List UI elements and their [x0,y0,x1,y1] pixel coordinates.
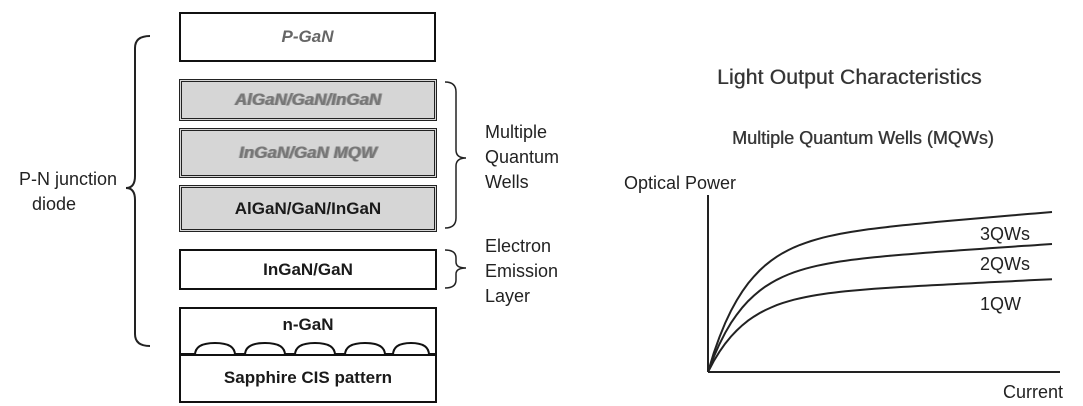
junction-brace [125,35,151,347]
layer-ingan-gan-label: InGaN/GaN [263,259,353,279]
sapphire-pattern [194,341,430,356]
layer-algan-top-label: AlGaN/GaN/InGaN [234,90,382,109]
series-line-3qws [707,211,1053,373]
series-label-2qws: 2QWs [980,254,1030,274]
eel-label-line2: Emission [485,261,559,281]
series-group [707,211,1053,373]
mqw-label-line1: Multiple [485,122,548,142]
layer-p-gan: P-GaN [179,12,436,62]
junction-label: P-N junction diode [8,167,128,217]
y-axis-label: Optical Power [624,173,737,193]
eel-brace [444,249,467,289]
layer-sapphire-label: Sapphire CIS pattern [223,368,393,387]
eel-label-line1: Electron [485,236,552,256]
layer-algan-bottom: AlGaN/GaN/InGaN [179,185,437,232]
series-label-1qw: 1QW [980,294,1021,314]
mqw-label: Multiple Quantum Wells [485,120,559,195]
series-label-3qws: 3QWs [980,224,1030,244]
layer-algan-bottom-label: AlGaN/GaN/InGaN [234,198,382,218]
junction-label-line1: P-N junction [18,169,118,189]
chart-subtitle: Multiple Quantum Wells (MQWs) [732,128,994,148]
layer-n-gan-label: n-GaN [282,315,334,334]
eel-label: Electron Emission Layer [485,234,558,309]
series-line-2qws [707,243,1053,373]
mqw-label-line2: Quantum [485,147,560,167]
layer-algan-top: AlGaN/GaN/InGaN [179,79,437,121]
x-axis-label: Current [1003,382,1064,402]
mqw-label-line3: Wells [485,172,529,192]
series-labels: 3QWs 2QWs 1QW [980,224,1030,314]
series-line-1qw [707,278,1053,373]
junction-label-line2: diode [32,194,77,214]
mqw-brace [444,81,467,229]
layer-mqw: InGaN/GaN MQW [179,128,437,178]
layer-p-gan-label: P-GaN [281,27,334,46]
eel-label-line3: Layer [485,286,531,306]
layer-mqw-label: InGaN/GaN MQW [239,143,377,162]
chart-title: Light Output Characteristics [717,66,982,89]
layer-sapphire: Sapphire CIS pattern [179,355,437,403]
layer-ingan-gan: InGaN/GaN [179,249,437,290]
